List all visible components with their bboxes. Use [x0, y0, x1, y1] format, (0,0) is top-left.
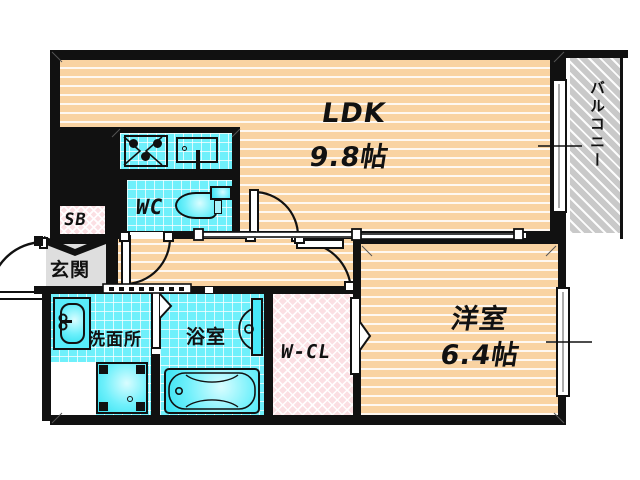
washroom-door-gap: [205, 287, 213, 293]
bath-folding-door[interactable]: [150, 290, 173, 356]
toilet-door[interactable]: [119, 231, 182, 290]
pan-corner: [99, 365, 108, 374]
balcony-rail: [620, 52, 623, 239]
toilet-bowl-icon: [175, 192, 217, 219]
entrance-step: [44, 236, 106, 256]
pan-corner: [136, 365, 145, 374]
wcl-folding-door[interactable]: [349, 296, 372, 386]
wall-kitchen-right: [232, 127, 240, 237]
entrance-threshold: [102, 283, 192, 294]
bathtub-detail: [168, 372, 256, 410]
wall-entrance-left-2: [34, 286, 43, 294]
sink-faucet-icon: [196, 150, 200, 170]
entrance-label: 玄関: [50, 259, 91, 281]
toilet-lever-icon: [214, 200, 222, 214]
bathtub-icon: [164, 368, 260, 414]
bedroom-window[interactable]: [546, 284, 592, 400]
pan-corner: [99, 402, 108, 411]
bedroom-label: 洋室: [449, 304, 510, 335]
wall-washroom-left: [42, 286, 51, 421]
gas-stove-3burner-icon: [124, 135, 168, 167]
balcony-label: バルコニー: [588, 80, 606, 170]
washroom-label: 洗面所: [88, 330, 142, 350]
wcl-label: W-CL: [279, 341, 333, 363]
entry-door[interactable]: [0, 237, 48, 308]
balcony-window[interactable]: [538, 76, 582, 216]
pan-corner: [136, 402, 145, 411]
wall-entrance-left: [34, 236, 43, 246]
ldk-label: LDK: [319, 98, 389, 129]
balcony-outer-wall: [566, 50, 628, 58]
stove-detail: [123, 136, 163, 166]
wall-wet-top: [42, 286, 358, 294]
room-shoebox: [55, 204, 107, 236]
washroom-notch: [50, 362, 96, 415]
wall-ldk-left-lower: [50, 127, 60, 237]
room-bedroom: [360, 244, 558, 415]
sink-drain-icon: [182, 146, 187, 151]
entry-door-gap: [40, 244, 46, 290]
toilet-door-gap: [122, 232, 168, 239]
wall-hall-left: [110, 236, 118, 290]
pan-drain-icon: [127, 396, 133, 402]
shoebox-label: SB: [62, 210, 89, 230]
vanity-faucet-icon: [58, 313, 72, 331]
wall-hall-bedroom: [353, 236, 361, 290]
shower-mixer-icon: [238, 298, 263, 356]
wall-bath-wcl: [264, 286, 273, 421]
toilet-tank-icon: [210, 186, 232, 200]
bedroom-sliding-door[interactable]: [192, 228, 532, 244]
ldk-size-label: 9.8帖: [307, 142, 391, 173]
room-wcl: [272, 293, 353, 415]
bedroom-size-label: 6.4帖: [438, 340, 522, 371]
toilet-label: WC: [134, 195, 166, 219]
hall-door[interactable]: [294, 233, 357, 292]
bath-label: 浴室: [186, 326, 227, 348]
